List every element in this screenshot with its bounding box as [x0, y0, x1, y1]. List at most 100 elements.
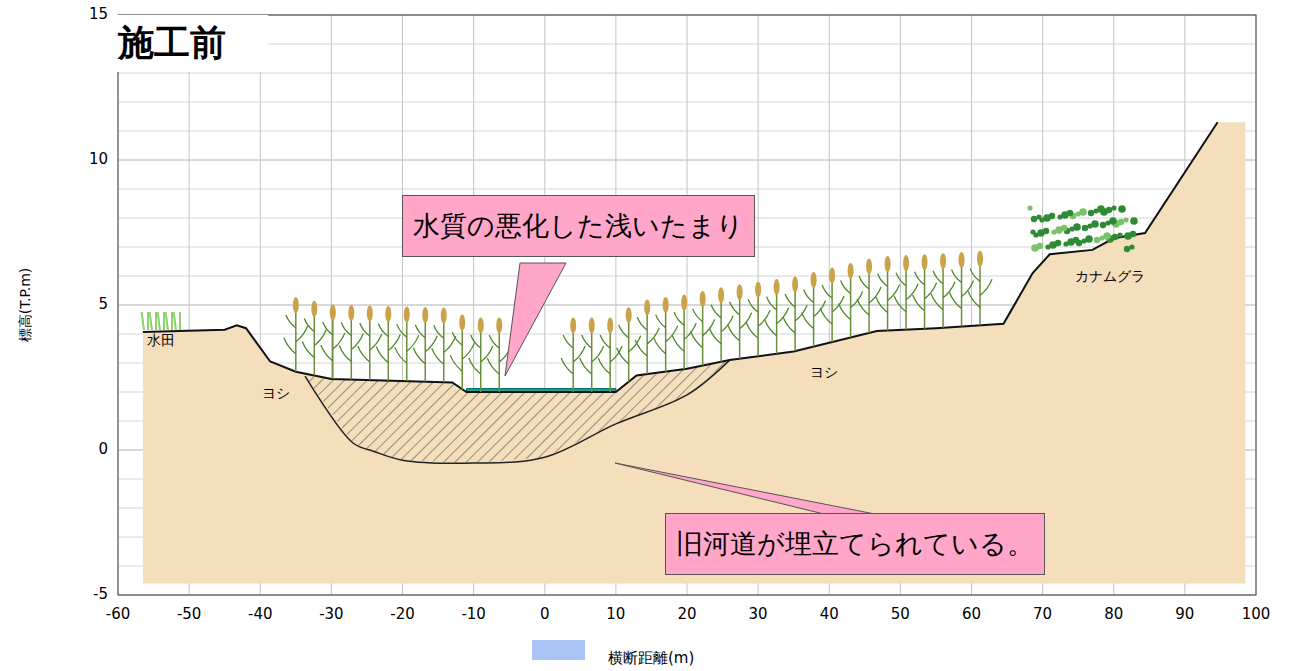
x-tick-label: 30	[733, 606, 783, 623]
reed	[321, 304, 345, 379]
reed	[746, 282, 770, 357]
ground-surface	[143, 122, 1218, 392]
callout-tail	[615, 463, 880, 515]
x-tick-label: -40	[235, 606, 285, 623]
plant-label: ヨシ	[262, 385, 290, 401]
kanamugura-leaf	[1043, 228, 1049, 234]
kanamugura-leaf	[1109, 217, 1117, 225]
reed	[802, 272, 826, 347]
y-tick-label: -5	[50, 586, 108, 603]
kanamugura-leaf	[1100, 222, 1106, 228]
kanamugura-leaf	[1091, 220, 1099, 228]
rice-plant	[142, 312, 144, 330]
x-tick-label: 10	[591, 606, 641, 623]
reed	[783, 276, 807, 351]
kanamugura-leaf	[1094, 237, 1100, 243]
reed	[913, 254, 937, 329]
title: 施工前	[108, 15, 268, 72]
x-tick-label: -30	[306, 606, 356, 623]
reed	[432, 308, 456, 383]
y-axis-title: 標高(T.P.m)	[17, 268, 33, 343]
reed	[469, 317, 493, 392]
kanamugura-leaf	[1117, 232, 1122, 237]
plant-label: ヨシ	[810, 364, 838, 380]
plant-label: カナムグラ	[1075, 268, 1145, 284]
x-axis-title: 横断距離(m)	[608, 650, 694, 667]
kanamugura-leaf	[1073, 237, 1079, 243]
kanamugura-leaf	[1073, 223, 1081, 231]
kanamugura-leaf	[1067, 210, 1073, 216]
reed	[339, 305, 363, 380]
kanamugura-leaf	[1037, 243, 1043, 249]
reed	[635, 299, 659, 374]
kanamugura-leaf	[1130, 231, 1136, 237]
rice-plant	[150, 312, 152, 330]
reed	[284, 297, 308, 372]
reed	[691, 291, 715, 366]
x-tick-label: 90	[1160, 606, 1210, 623]
reed	[894, 255, 918, 330]
x-tick-label: 100	[1231, 606, 1281, 623]
kanamugura-leaf	[1111, 205, 1116, 210]
rice-plant	[163, 312, 165, 330]
reed	[561, 317, 585, 392]
x-tick-label: 0	[520, 606, 570, 623]
kanamugura-leaf	[1088, 210, 1094, 216]
kanamugura-leaf	[1079, 208, 1087, 216]
reed	[395, 307, 419, 382]
kanamugura-leaf	[1049, 213, 1055, 219]
reed	[709, 287, 733, 362]
reed	[450, 315, 474, 390]
kanamugura-leaf	[1103, 232, 1111, 240]
kanamugura-leaf	[1031, 216, 1037, 222]
callout-tails	[505, 263, 880, 515]
kanamugura-leaf	[1030, 229, 1035, 234]
x-tick-label: 60	[947, 606, 997, 623]
rice-plant	[155, 312, 157, 330]
old-channel-bed	[305, 360, 730, 463]
callout-box: 旧河道が埋立てられている。	[665, 513, 1045, 575]
reed	[580, 317, 604, 392]
reed	[931, 253, 955, 328]
plant-label: 水田	[147, 332, 175, 348]
kanamugura-leaf	[1055, 240, 1061, 246]
y-tick-label: 0	[50, 441, 108, 458]
reed	[876, 256, 900, 331]
x-tick-label: 80	[1089, 606, 1139, 623]
x-tick-label: -20	[378, 606, 428, 623]
kanamugura-leaf	[1027, 205, 1032, 210]
kanamugura-leaf	[1124, 246, 1130, 252]
reed	[413, 307, 437, 382]
reed	[968, 251, 992, 326]
kanamugura-leaf	[1118, 219, 1124, 225]
reed	[358, 305, 382, 380]
blue-swatch	[532, 640, 585, 660]
kanamugura-leaf	[1129, 244, 1134, 249]
x-tick-label: 50	[875, 606, 925, 623]
reed	[654, 297, 678, 372]
callout-box: 水質の悪化した浅いたまり	[402, 195, 755, 257]
plot-frame	[118, 15, 1256, 595]
rice-plant	[174, 312, 176, 330]
reed	[598, 317, 622, 392]
reed	[376, 306, 400, 381]
reed	[765, 279, 789, 354]
rice-plant	[158, 312, 160, 330]
x-tick-label: -60	[93, 606, 143, 623]
x-tick-label: 70	[1018, 606, 1068, 623]
y-tick-label: 10	[50, 151, 108, 168]
reed	[728, 284, 752, 359]
kanamugura-leaf	[1130, 217, 1138, 225]
ground-fill	[143, 122, 1245, 583]
rice-plant	[171, 312, 173, 330]
kanamugura-leaf	[1106, 207, 1112, 213]
y-tick-label: 5	[50, 296, 108, 313]
kanamugura-leaf	[1118, 205, 1126, 213]
reed	[950, 252, 974, 327]
reed	[672, 295, 696, 370]
x-tick-label: -10	[449, 606, 499, 623]
y-tick-label: 15	[50, 6, 108, 23]
reed	[839, 263, 863, 338]
